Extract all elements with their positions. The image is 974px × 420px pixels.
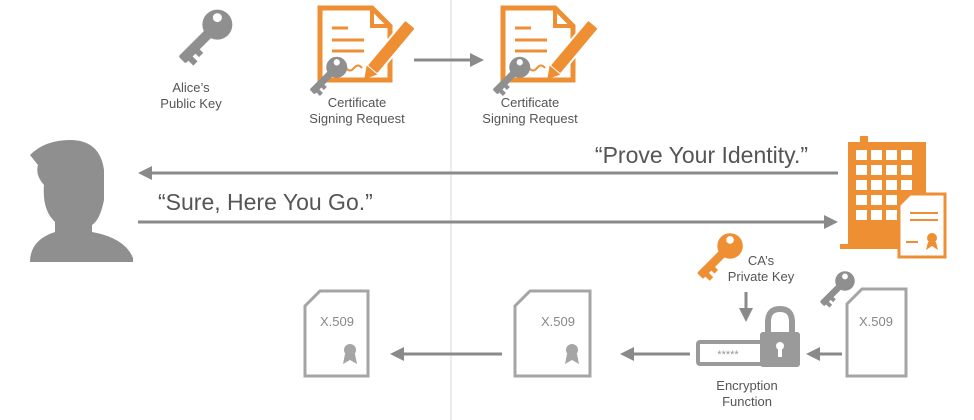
csr-left: Certificate Signing Request: [304, 5, 417, 126]
ca-key-label-2: Private Key: [728, 269, 795, 284]
ca-private-key: CA’s Private Key: [690, 227, 795, 286]
certificate-icon: [897, 192, 947, 259]
csr-right-label-2: Signing Request: [482, 111, 578, 126]
certificate-label: X.509: [859, 314, 893, 329]
csr-right-label-1: Certificate: [501, 95, 560, 110]
alice-key-label-2: Public Key: [160, 96, 222, 111]
encryption-label-1: Encryption: [716, 378, 777, 393]
encryption-function: ***** Encryption Function: [696, 305, 800, 409]
alice-public-key: Alice’s Public Key: [160, 3, 239, 111]
csr-left-label-1: Certificate: [328, 95, 387, 110]
key-icon: [171, 3, 239, 71]
certificate-label: X.509: [320, 314, 354, 329]
alice-key-label-1: Alice’s: [172, 80, 210, 95]
x509-certificate-unsigned: X.509: [845, 287, 908, 378]
csr-right: Certificate Signing Request: [482, 5, 600, 126]
encryption-label-2: Function: [722, 394, 772, 409]
prove-identity-message: “Prove Your Identity.”: [595, 142, 808, 168]
ca-key-label-1: CA’s: [748, 253, 775, 268]
sure-message: “Sure, Here You Go.”: [158, 189, 373, 215]
csr-left-label-2: Signing Request: [309, 111, 405, 126]
x509-certificate-issued: X.509: [303, 289, 370, 378]
document-pen-icon: [500, 5, 600, 83]
seal-icon: [565, 344, 579, 364]
lock-icon: [760, 305, 800, 367]
seal-icon: [343, 344, 357, 364]
alice-person-icon: [30, 140, 133, 262]
certificate-label: X.509: [541, 314, 575, 329]
password-mask: *****: [717, 349, 739, 361]
certificate-authority-building-icon: [840, 136, 947, 259]
x509-certificate-signed: X.509: [513, 289, 592, 378]
